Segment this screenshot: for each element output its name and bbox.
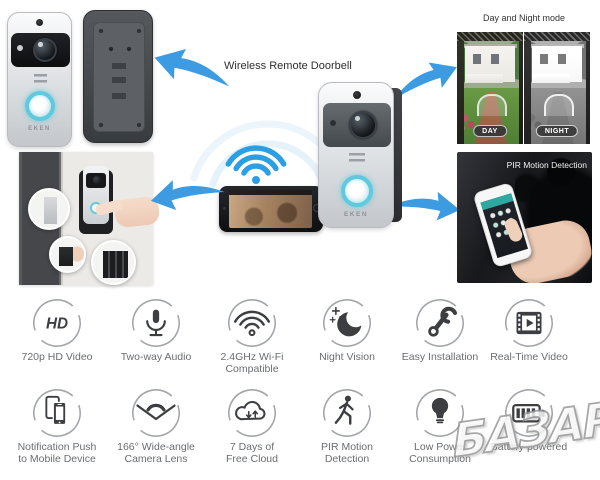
brand-label: EKEN	[343, 211, 369, 218]
hd-badge-icon: HD	[33, 299, 81, 347]
feature-two-way-audio: Two-way Audio	[107, 298, 205, 363]
app-phone	[472, 181, 534, 269]
cloud-sync-icon	[228, 389, 276, 437]
light-sensor-dot	[17, 45, 23, 51]
battery-pack-inset	[91, 240, 136, 285]
walking-person-icon	[323, 389, 371, 437]
feature-label: 166° Wide-angle Camera Lens	[117, 441, 195, 466]
night-vision-moon-icon	[323, 299, 371, 347]
doorbell-back-view	[83, 10, 153, 143]
feature-wifi-compatible: 2.4GHz Wi-Fi Compatible	[203, 298, 301, 376]
mounted-camera-band	[86, 173, 106, 188]
smartphone-screen	[229, 190, 312, 228]
arrow-to-day-night-icon	[394, 62, 457, 100]
film-play-icon	[505, 299, 553, 347]
speaker-slots	[349, 153, 365, 163]
wifi-icon	[228, 299, 276, 347]
night-badge: NIGHT	[535, 125, 579, 137]
feature-night-vision: Night Vision	[298, 298, 396, 363]
feature-label: 720p HD Video	[21, 351, 93, 363]
arrow-to-pir-icon	[389, 191, 460, 221]
doorbell-hero-view: EKEN	[318, 82, 394, 228]
wifi-signal-icon	[225, 145, 287, 184]
doorbell-button	[25, 91, 55, 121]
arrow-to-installation-icon	[150, 180, 225, 211]
speaker-slots	[34, 74, 47, 83]
camera-band	[11, 33, 70, 67]
camera-band	[323, 103, 391, 147]
pir-sensor-dot	[36, 19, 43, 26]
pir-motion-photo: PIR Motion Detection	[457, 152, 592, 283]
bracket-detail-inset	[28, 188, 70, 230]
light-bulb-icon	[416, 389, 464, 437]
product-name-label: Wireless Remote Doorbell	[224, 60, 352, 72]
smartphone-live-view	[219, 186, 323, 232]
night-scene-photo: NIGHT	[524, 32, 590, 144]
mounted-doorbell	[83, 166, 109, 224]
arrow-to-product-views-icon	[154, 48, 230, 87]
feature-label: Night Vision	[319, 351, 375, 363]
light-sensor-dot	[330, 120, 336, 126]
wrench-icon	[416, 299, 464, 347]
feature-label: 2.4GHz Wi-Fi Compatible	[220, 351, 284, 376]
svg-text:HD: HD	[46, 316, 68, 333]
installation-photo	[19, 152, 161, 285]
doorbell-button	[341, 175, 373, 207]
feature-free-cloud: 7 Days of Free Cloud	[203, 388, 301, 466]
feature-notification-push: Notification Push to Mobile Device	[8, 388, 106, 466]
doorbell-front-view: EKEN	[7, 12, 72, 147]
feature-label: Real-Time Video	[490, 351, 568, 363]
feature-pir-motion: PIR Motion Detection	[298, 388, 396, 466]
feature-real-time-video: Real-Time Video	[480, 298, 578, 363]
feature-label: Notification Push to Mobile Device	[17, 441, 97, 466]
feature-battery-powered: Battery powered	[480, 388, 578, 453]
pir-title: PIR Motion Detection	[506, 160, 587, 170]
feature-720p-hd-video: HD 720p HD Video	[8, 298, 106, 363]
feature-label: PIR Motion Detection	[321, 441, 373, 466]
front-camera-dot	[223, 207, 226, 210]
feature-label: Battery powered	[490, 441, 568, 453]
camera-lens	[33, 38, 57, 62]
pir-sensor-dot	[353, 91, 361, 99]
feature-label: Low Power Consumption	[409, 441, 471, 466]
feature-grid: HD 720p HD Video Two-way Audio 2.4GHz Wi…	[6, 298, 594, 478]
microphone-icon	[132, 299, 180, 347]
feature-label: Two-way Audio	[120, 351, 192, 363]
brand-label: EKEN	[28, 126, 51, 132]
feature-label: 7 Days of Free Cloud	[226, 441, 278, 466]
camera-lens	[349, 111, 377, 139]
feature-easy-installation: Easy Installation	[391, 298, 489, 363]
mounting-slot	[108, 53, 130, 115]
port-detail-inset	[49, 236, 86, 273]
phones-notification-icon	[33, 389, 81, 437]
feature-wide-angle-lens: 166° Wide-angle Camera Lens	[107, 388, 205, 466]
battery-icon	[505, 389, 553, 437]
feature-low-power: Low Power Consumption	[391, 388, 489, 466]
day-night-title: Day and Night mode	[482, 13, 566, 23]
wide-angle-lens-icon	[132, 389, 180, 437]
feature-label: Easy Installation	[401, 351, 479, 363]
day-scene-photo: DAY	[457, 32, 523, 144]
day-badge: DAY	[473, 125, 507, 137]
